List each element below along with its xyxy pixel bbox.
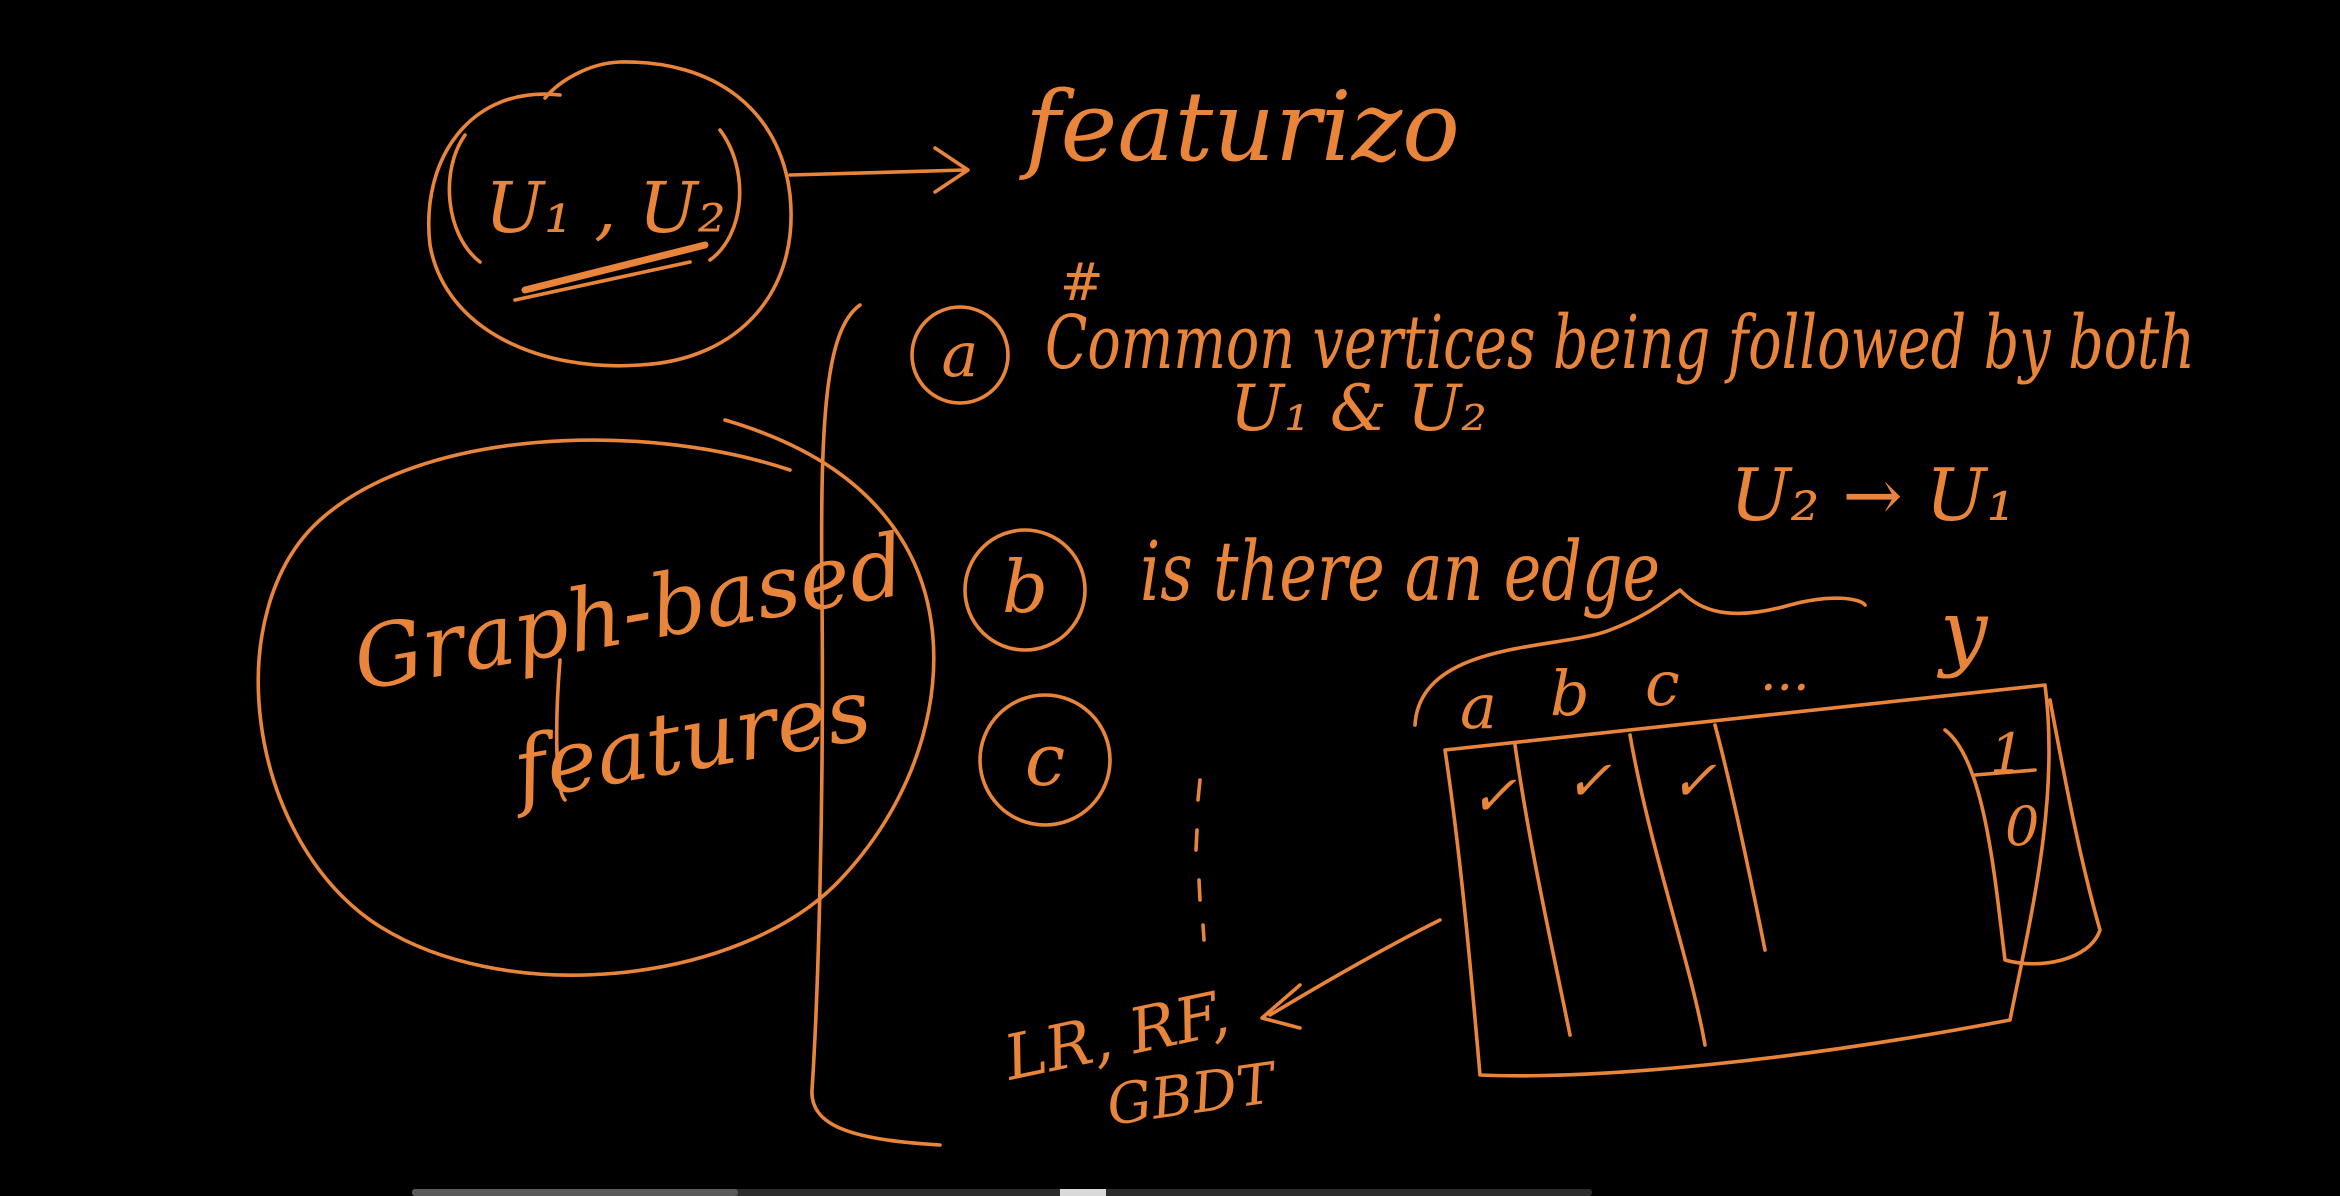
table-check-c: ✓	[1670, 749, 1717, 814]
item-b-arrow: U₂ → U₁	[1730, 453, 2015, 537]
table-header-b: b	[1550, 657, 1590, 730]
table-header-ellipsis: ...	[1760, 643, 1810, 703]
item-a-circle	[910, 305, 1010, 405]
featurize-label: featurizo	[1019, 71, 1460, 183]
left-bracket	[810, 303, 942, 1147]
table-col-divider-3	[1713, 723, 1767, 952]
models-arrow-head	[1260, 983, 1302, 1030]
table-col-divider-2	[1628, 733, 1707, 1047]
table-header-y: y	[1936, 582, 1989, 680]
pair-node: U₁ , U₂	[427, 60, 793, 368]
graph-underline	[554, 658, 567, 802]
item-c-letter: c	[1025, 718, 1065, 802]
open-paren	[447, 133, 482, 264]
item-a-line2: U₁ & U₂	[1230, 372, 1487, 446]
table-check-b: ✓	[1565, 749, 1612, 814]
table-label-0: 0	[2005, 795, 2039, 858]
pair-label: U₁ , U₂	[485, 167, 726, 249]
table-check-a: ✓	[1470, 764, 1517, 829]
item-a-letter: a	[942, 318, 979, 391]
arrow-shaft	[788, 168, 967, 177]
arrow-head	[933, 146, 970, 194]
table-label-1: 1	[1990, 722, 2024, 785]
item-b-letter: b	[1002, 545, 1048, 629]
table-header-a: a	[1460, 670, 1497, 743]
table-brace	[1413, 588, 1867, 727]
video-progress-bar[interactable]	[412, 1189, 1592, 1196]
table-y-column	[1943, 698, 2102, 966]
models-arrow	[1260, 918, 1442, 1030]
hash-mark: #	[1060, 253, 1104, 313]
dotted-line	[1194, 778, 1206, 942]
item-b-circle	[963, 528, 1087, 652]
item-b-text: is there an edge	[1140, 525, 1660, 620]
progress-thumb[interactable]	[1060, 1189, 1106, 1196]
pair-underline-2	[513, 260, 692, 302]
graph-features-node: Graph-based features	[256, 418, 936, 977]
table-col-divider-1	[1513, 743, 1572, 1037]
close-paren	[708, 128, 742, 262]
progress-buffered	[412, 1189, 738, 1196]
table-label-separator	[1973, 768, 2037, 777]
featurize-arrow	[788, 146, 970, 194]
models-arrow-shaft	[1268, 918, 1442, 1017]
data-table: a b c ... y ✓ ✓ ✓ 1 0	[1443, 582, 2102, 1078]
graph-ellipse	[256, 418, 936, 977]
pair-underline	[521, 241, 709, 294]
pair-circle	[427, 60, 793, 368]
item-a-line1: Common vertices being followed by both	[1045, 300, 2195, 386]
table-header-c: c	[1645, 647, 1680, 720]
table-border	[1443, 683, 2051, 1078]
item-c-circle	[978, 693, 1112, 827]
